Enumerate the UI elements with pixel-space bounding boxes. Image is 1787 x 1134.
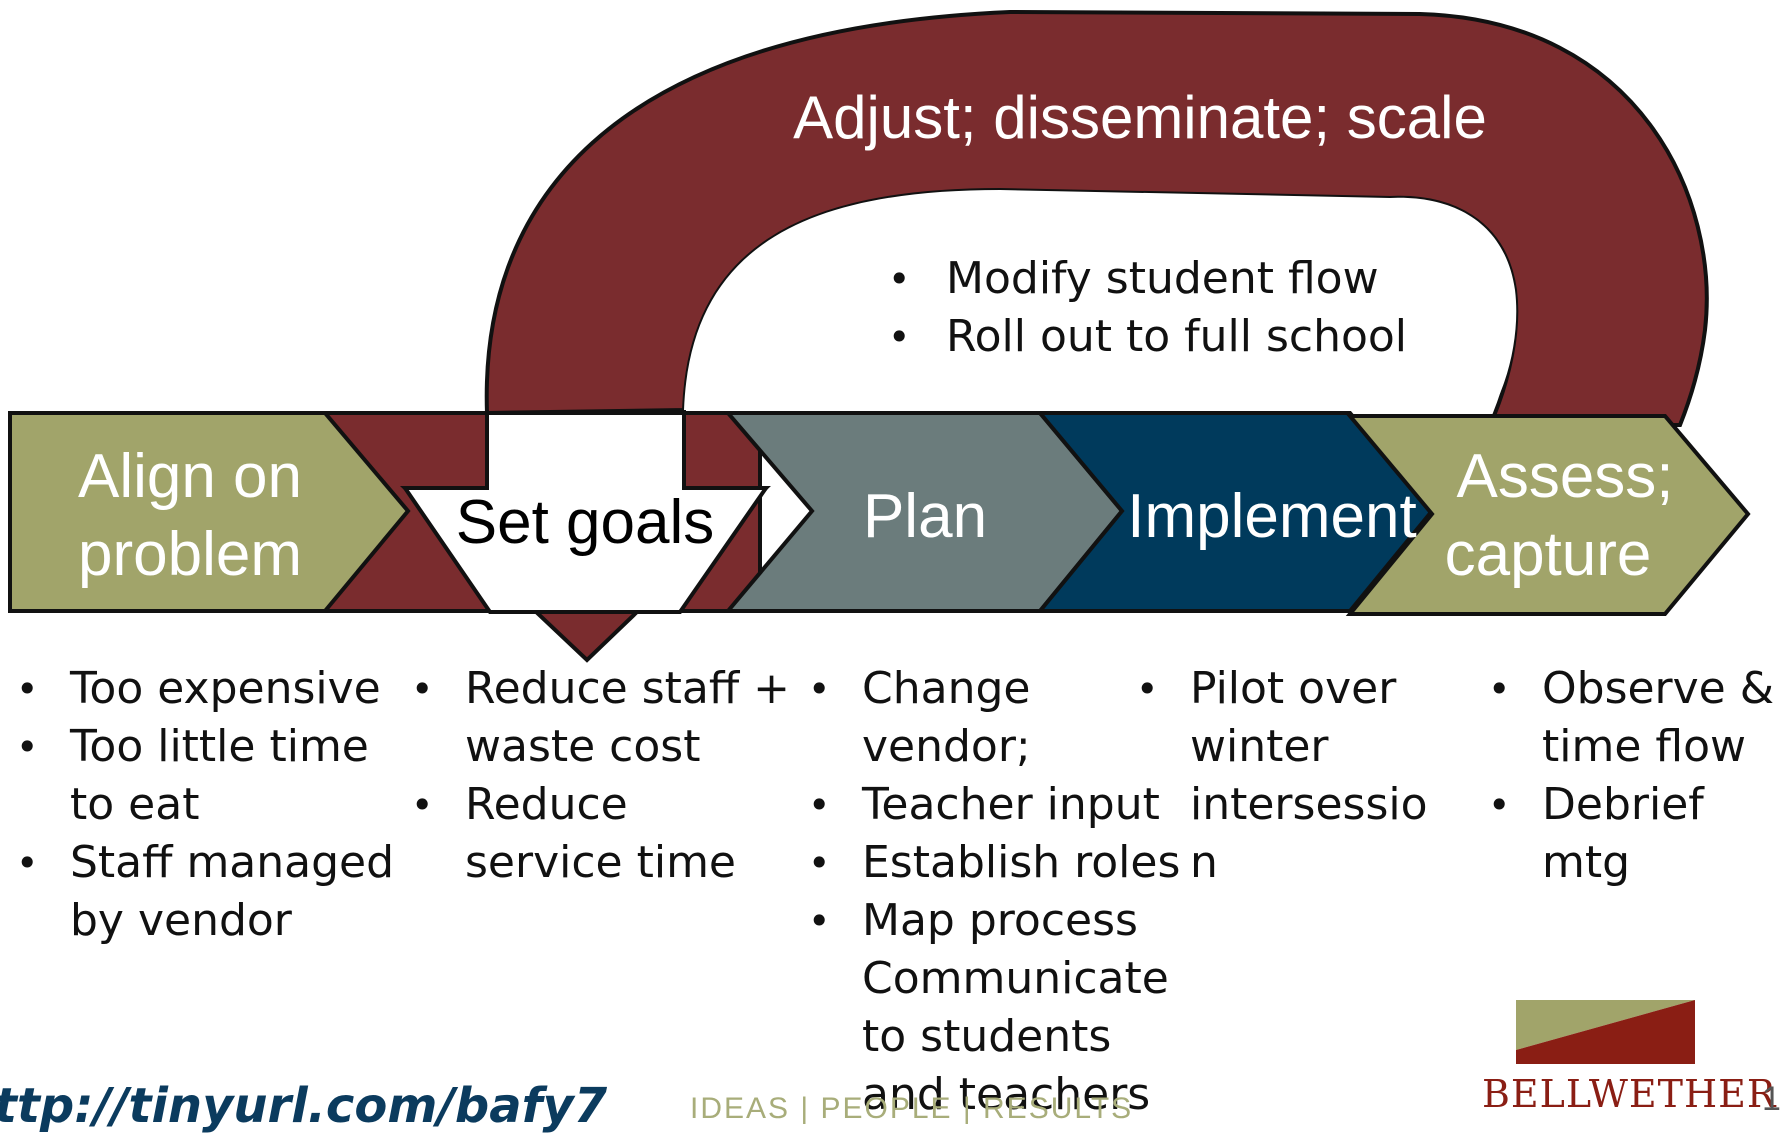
page-number: 1 xyxy=(1762,1080,1781,1118)
brand-wordmark: BELLWETHER xyxy=(1482,1072,1777,1116)
list-item: Change xyxy=(802,660,1180,718)
list-item-cont: waste cost xyxy=(465,721,701,772)
list-item-cont: to students xyxy=(862,1011,1112,1062)
list-item-cont: winter xyxy=(1190,721,1329,772)
step-setgoals: Set goals xyxy=(456,488,715,557)
chevron-assess xyxy=(1345,414,1751,616)
step-implement: Implement xyxy=(1127,482,1416,551)
loop-stem-cover xyxy=(489,415,682,491)
column-assess: Observe & time flow Debrief mtg xyxy=(1482,660,1774,892)
column-setgoals: Reduce staff + waste cost Reduce service… xyxy=(405,660,790,892)
list-item-cont: to eat xyxy=(70,779,200,830)
list-item: Reduce xyxy=(405,776,790,834)
chevron-align xyxy=(8,411,411,613)
list-item-cont: vendor; xyxy=(862,721,1031,772)
list-item: Map process xyxy=(802,892,1180,950)
list-item-cont: Communicate xyxy=(862,953,1169,1004)
list-item: Too expensive xyxy=(10,660,394,718)
list-item-cont: and teachers xyxy=(862,1069,1151,1120)
list-item: Staff managed xyxy=(10,834,394,892)
column-align: Too expensive Too little time to eat Sta… xyxy=(10,660,394,950)
list-item: Establish roles xyxy=(802,834,1180,892)
loop-bullet: Modify student flow xyxy=(870,250,1407,308)
list-item-cont: by vendor xyxy=(70,895,292,946)
list-item: Debrief xyxy=(1482,776,1774,834)
list-item-cont: n xyxy=(1190,837,1218,888)
list-item-cont: mtg xyxy=(1542,837,1631,888)
loop-bullet: Roll out to full school xyxy=(870,308,1407,366)
loop-title: Adjust; disseminate; scale xyxy=(793,84,1487,151)
step-assess-line1: Assess; xyxy=(1456,442,1673,511)
list-item-cont: time flow xyxy=(1542,721,1747,772)
footer-link[interactable]: ttp://tinyurl.com/bafy7 xyxy=(0,1078,608,1134)
list-item: Observe & xyxy=(1482,660,1774,718)
footer-tagline: IDEAS | PEOPLE | RESULTS xyxy=(690,1092,1134,1125)
list-item: Reduce staff + xyxy=(405,660,790,718)
list-item-cont: service time xyxy=(465,837,737,888)
list-item: Teacher input xyxy=(802,776,1180,834)
step-plan: Plan xyxy=(863,482,987,551)
column-plan: Change vendor; Teacher input Establish r… xyxy=(802,660,1180,1124)
loop-bullets: Modify student flow Roll out to full sch… xyxy=(870,250,1407,366)
step-align-line2: problem xyxy=(78,520,302,589)
step-align-line1: Align on xyxy=(78,442,302,511)
list-item-cont: intersessio xyxy=(1190,779,1428,830)
column-implement: Pilot over winter intersessio n xyxy=(1130,660,1428,892)
list-item: Too little time xyxy=(10,718,394,776)
bellwether-logo xyxy=(1516,1000,1695,1064)
step-assess-line2: capture xyxy=(1445,520,1652,589)
list-item: Pilot over xyxy=(1130,660,1428,718)
